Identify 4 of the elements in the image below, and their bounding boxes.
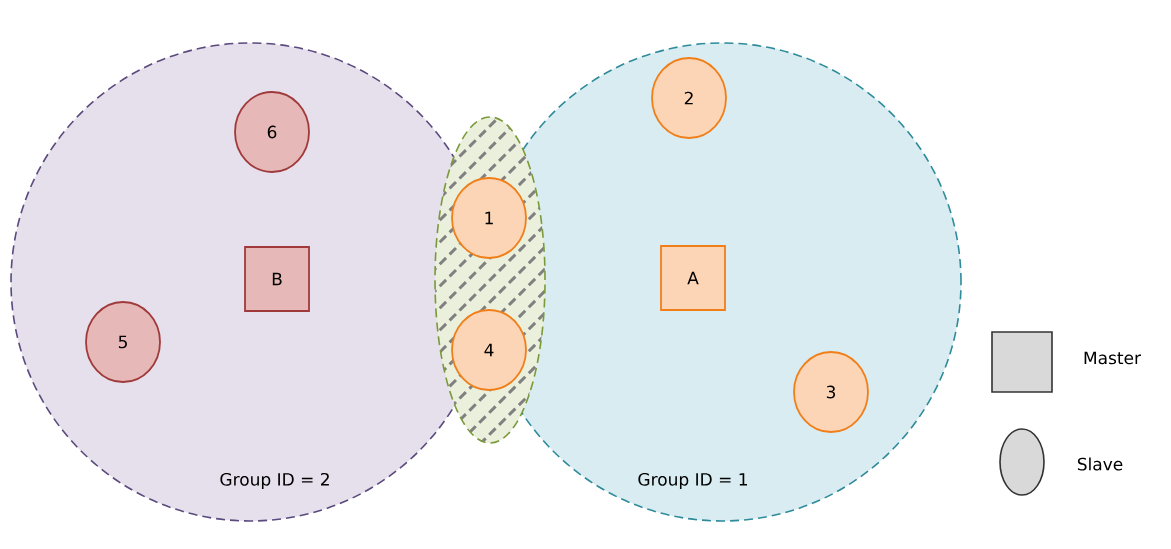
legend-label: Slave	[1077, 457, 1123, 471]
legend-label: Master	[1084, 351, 1142, 365]
master-square: A	[660, 245, 726, 311]
master-square: B	[244, 246, 310, 312]
